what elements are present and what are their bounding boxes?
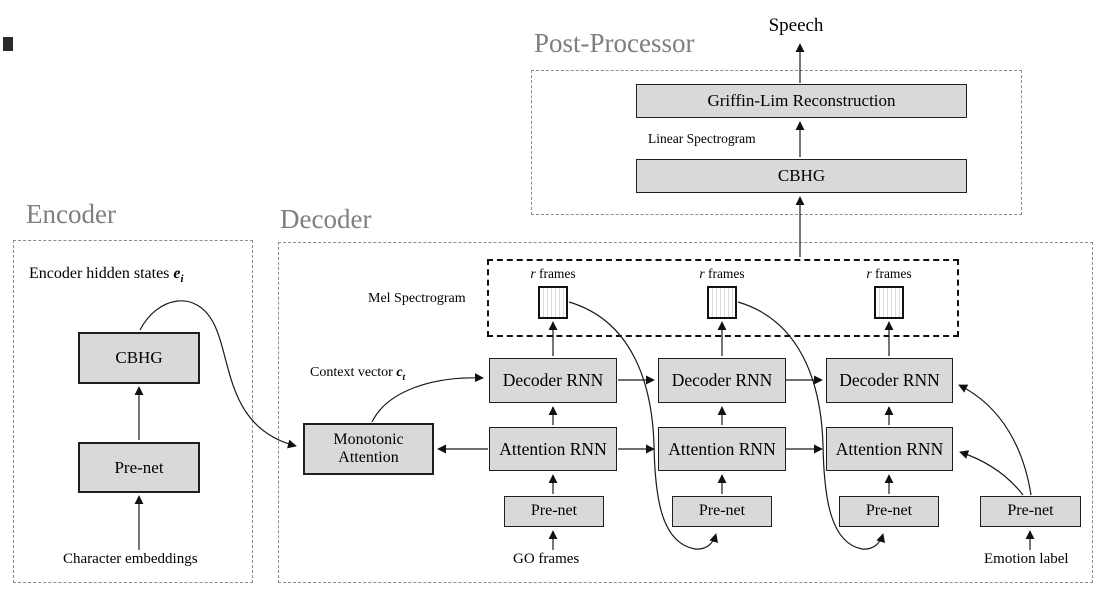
linear-spectrogram-label: Linear Spectrogram [648,131,756,146]
decoder-rnn-box-3: Decoder RNN [826,358,953,403]
character-embeddings-label: Character embeddings [63,551,198,567]
attention-rnn-box-2: Attention RNN [658,427,786,471]
go-frames-label: GO frames [513,551,580,567]
mel-frame-2 [707,286,737,319]
curve-encoder-to-monotonic [139,300,297,449]
encoder-hidden-states-label: Encoder hidden states ei [29,265,184,286]
curve-prenet4-to-decrnn3 [958,384,1032,496]
decoder-rnn-box-2: Decoder RNN [658,358,786,403]
prenet-box-1: Pre-net [504,496,604,527]
decoder-title: Decoder [280,204,372,234]
mel-spectrogram-label: Mel Spectrogram [368,291,466,306]
curve-context-to-decrnn1 [371,373,484,423]
r-frames-label-2: r frames [699,266,745,281]
mel-spectrogram-box [487,259,959,337]
r-frames-label-1: r frames [530,266,576,281]
prenet-box-2: Pre-net [672,496,772,527]
post-processor-box [531,70,1022,215]
monotonic-attention-box: Monotonic Attention [303,423,434,475]
attention-rnn-box-1: Attention RNN [489,427,617,471]
attention-rnn-box-3: Attention RNN [826,427,953,471]
encoder-box [13,240,253,583]
prenet-box-emotion: Pre-net [980,496,1081,527]
stray-mark [3,37,13,51]
post-processor-title: Post-Processor [534,28,695,58]
encoder-prenet-box: Pre-net [78,442,200,493]
post-cbhg-box: CBHG [636,159,967,193]
decoder-box [278,242,1093,583]
curve-frame2-to-prenet3 [737,301,885,550]
mel-frame-1 [538,286,568,319]
decoder-rnn-box-1: Decoder RNN [489,358,617,403]
curve-prenet4-to-attrnn3 [959,450,1024,496]
encoder-cbhg-box: CBHG [78,332,200,384]
prenet-box-3: Pre-net [839,496,939,527]
encoder-title: Encoder [26,199,116,229]
curve-frame1-to-prenet2 [568,301,718,550]
emotion-label: Emotion label [984,551,1069,567]
context-vector-label: Context vector ct [310,365,406,383]
mel-frame-3 [874,286,904,319]
r-frames-label-3: r frames [866,266,912,281]
speech-label: Speech [768,15,824,36]
griffin-lim-box: Griffin-Lim Reconstruction [636,84,967,118]
